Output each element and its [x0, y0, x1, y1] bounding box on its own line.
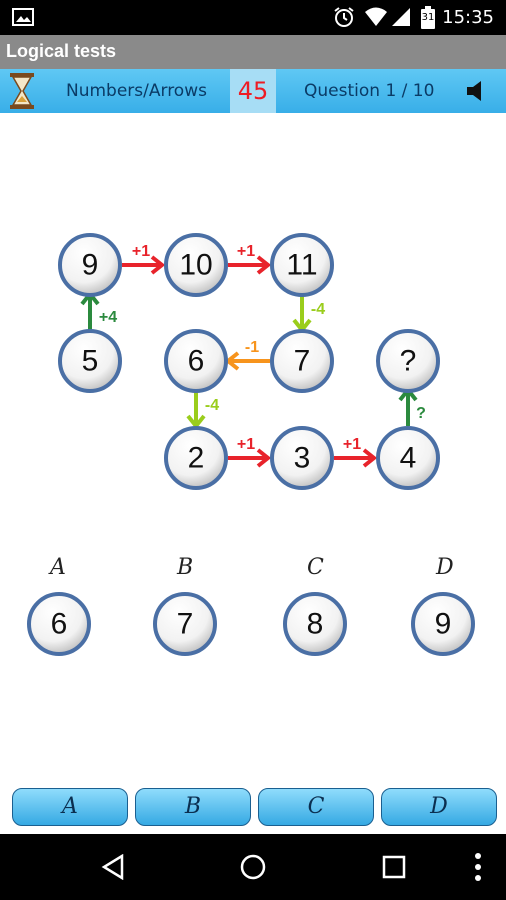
svg-text:4: 4 — [400, 442, 417, 475]
node-9: 9 — [58, 233, 122, 297]
node-5: 5 — [58, 329, 122, 393]
answer-button-c[interactable]: C — [258, 788, 374, 826]
node-3: 3 — [270, 426, 334, 490]
arrow-label: +1 — [237, 436, 255, 453]
question-counter: Question 1 / 10 — [304, 81, 435, 101]
battery-calendar-day: 31 — [421, 12, 435, 23]
home-icon[interactable] — [240, 854, 266, 880]
svg-text:2: 2 — [188, 442, 205, 475]
option-d-ball: 9 — [411, 592, 475, 656]
option-a-letter: A — [50, 555, 66, 580]
arrow-5-to-9 — [80, 290, 100, 332]
arrow-2-to-3 — [228, 448, 272, 468]
arrow-11-to-7 — [292, 296, 312, 334]
svg-text:5: 5 — [82, 345, 99, 378]
answer-button-d[interactable]: D — [381, 788, 497, 826]
puzzle-diagram: +1 +1 +4 -4 -1 -4 +1 +1 ? 9 10 11 — [58, 233, 440, 490]
svg-text:9: 9 — [435, 608, 452, 641]
back-icon[interactable] — [100, 854, 126, 880]
node-unknown: ? — [376, 329, 440, 393]
option-d-letter: D — [436, 555, 454, 580]
arrow-4-to-unknown — [398, 386, 418, 426]
svg-text:6: 6 — [51, 608, 68, 641]
option-b-ball: 7 — [153, 592, 217, 656]
arrow-9-to-10 — [122, 255, 166, 275]
node-4: 4 — [376, 426, 440, 490]
node-6: 6 — [164, 329, 228, 393]
svg-text:11: 11 — [286, 249, 317, 282]
gallery-notification-icon — [12, 8, 34, 26]
countdown-timer: 45 — [230, 69, 276, 113]
option-c-ball: 8 — [283, 592, 347, 656]
svg-text:9: 9 — [82, 249, 99, 282]
alarm-icon — [334, 7, 354, 27]
arrow-label: -1 — [245, 339, 259, 356]
option-b-letter: B — [177, 555, 194, 580]
node-2: 2 — [164, 426, 228, 490]
arrow-10-to-11 — [228, 255, 272, 275]
arrow-label: ? — [416, 405, 426, 422]
app-title-bar: Logical tests — [0, 35, 506, 69]
arrow-label: +1 — [343, 436, 361, 453]
navigation-bar — [0, 834, 506, 900]
answer-button-row: A B C D — [0, 788, 506, 828]
answer-button-a[interactable]: A — [12, 788, 128, 826]
category-label: Numbers/Arrows — [66, 81, 207, 101]
battery-icon — [421, 6, 435, 29]
arrow-3-to-4 — [334, 448, 378, 468]
signal-icon — [392, 8, 410, 26]
node-7: 7 — [270, 329, 334, 393]
answer-button-b[interactable]: B — [135, 788, 251, 826]
arrow-label: -4 — [311, 301, 325, 318]
recents-icon[interactable] — [382, 855, 406, 879]
option-c-letter: C — [307, 555, 324, 580]
arrow-label: +1 — [237, 243, 255, 260]
node-10: 10 — [164, 233, 228, 297]
svg-text:8: 8 — [307, 608, 324, 641]
svg-text:?: ? — [400, 345, 417, 378]
svg-text:10: 10 — [179, 249, 212, 282]
clock: 15:35 — [442, 7, 494, 28]
speaker-icon[interactable] — [465, 79, 487, 103]
node-11: 11 — [270, 233, 334, 297]
arrow-label: -4 — [205, 397, 219, 414]
quiz-toolbar: Numbers/Arrows 45 Question 1 / 10 — [0, 69, 506, 113]
app-title: Logical tests — [6, 41, 117, 61]
hourglass-icon[interactable] — [8, 72, 36, 110]
answer-options: 6 7 8 9 — [27, 592, 475, 656]
status-bar: 31 15:35 — [0, 0, 506, 35]
option-a-ball: 6 — [27, 592, 91, 656]
overflow-menu-icon[interactable] — [474, 852, 482, 882]
arrow-label: +4 — [99, 309, 117, 326]
svg-text:3: 3 — [294, 442, 311, 475]
arrow-6-to-2 — [186, 392, 206, 430]
svg-text:6: 6 — [188, 345, 205, 378]
arrow-label: +1 — [132, 243, 150, 260]
wifi-icon — [365, 7, 387, 26]
svg-text:7: 7 — [177, 608, 194, 641]
svg-text:7: 7 — [294, 345, 311, 378]
